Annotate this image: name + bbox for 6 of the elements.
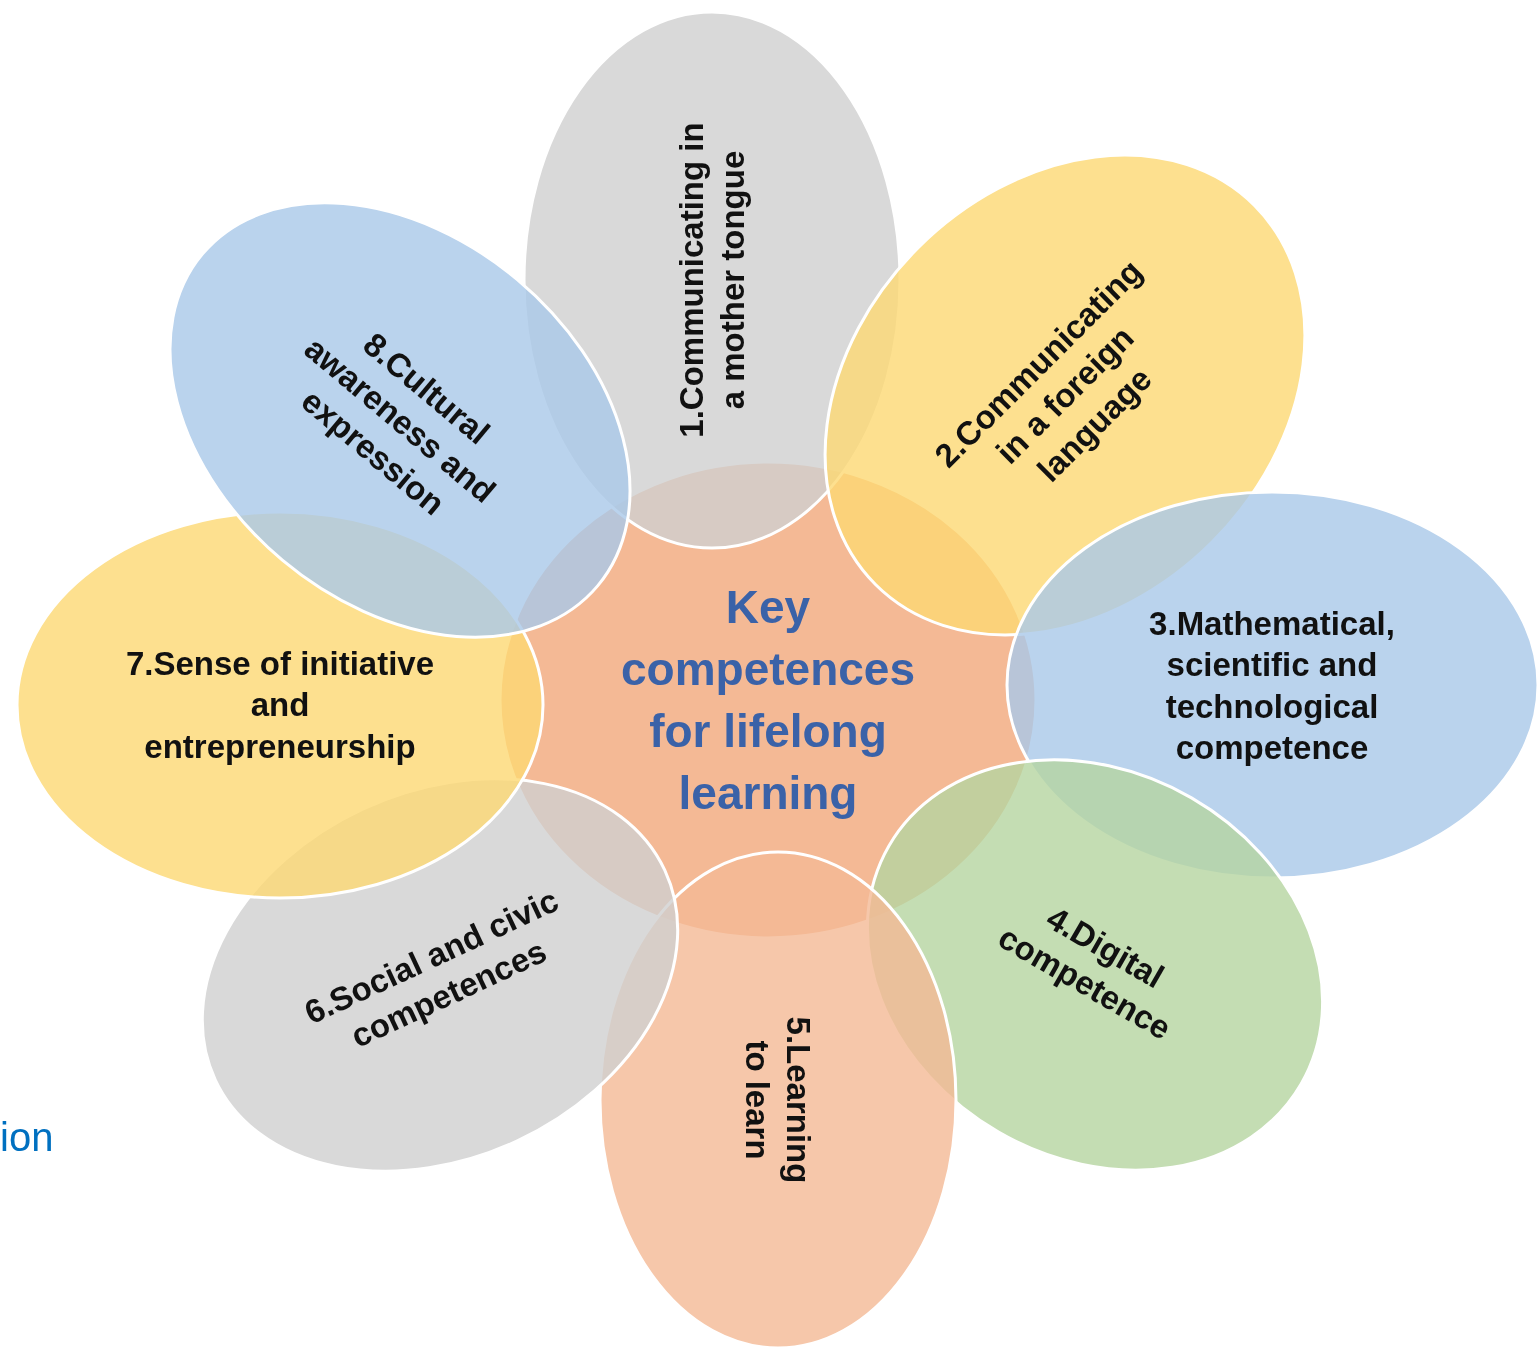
fragment-text: ion	[0, 1115, 54, 1160]
petal-label: 3.Mathematical, scientific and technological competence	[1148, 603, 1396, 768]
center-title: Key competences for lifelong learning	[620, 579, 916, 822]
petal-label: 5.Learning to learn	[738, 1015, 819, 1186]
petal-label: 7.Sense of initiative and entrepreneurship	[124, 644, 436, 767]
petal-label: 1.Communicating in a mother tongue	[671, 121, 752, 440]
